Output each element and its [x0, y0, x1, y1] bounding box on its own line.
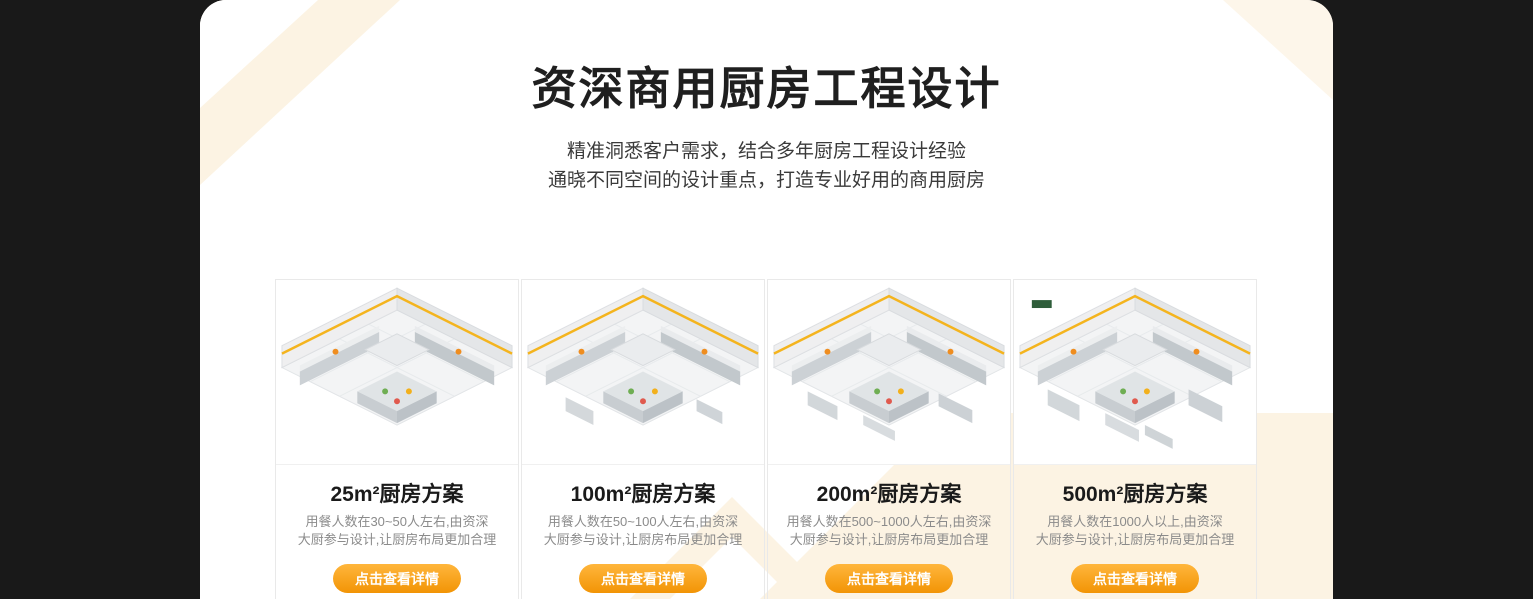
kitchen-render-image-25sqm [276, 280, 518, 465]
plan-card-desc-line2: 大厨参与设计,让厨房布局更加合理 [789, 532, 989, 547]
view-details-button[interactable]: 点击查看详情 [579, 564, 707, 593]
content-panel: 资深商用厨房工程设计 精准洞悉客户需求，结合多年厨房工程设计经验 通晓不同空间的… [200, 0, 1333, 599]
plan-card-title: 500m²厨房方案 [1062, 483, 1208, 506]
section-title: 资深商用厨房工程设计 [531, 63, 1002, 114]
isometric-kitchen-illustration [768, 280, 1010, 441]
plan-card-title: 25m²厨房方案 [330, 483, 464, 506]
plan-card-desc-line2: 大厨参与设计,让厨房布局更加合理 [297, 532, 497, 547]
view-details-button[interactable]: 点击查看详情 [825, 564, 953, 593]
isometric-kitchen-illustration [276, 280, 518, 464]
plan-card-desc-line2: 大厨参与设计,让厨房布局更加合理 [1035, 532, 1235, 547]
plan-card-25sqm[interactable]: 25m²厨房方案 用餐人数在30~50人左右,由资深 大厨参与设计,让厨房布局更… [275, 279, 519, 599]
kitchen-render-image-200sqm [768, 280, 1010, 465]
plan-card-title: 100m²厨房方案 [570, 483, 716, 506]
isometric-kitchen-illustration [522, 280, 764, 464]
plan-card-200sqm[interactable]: 200m²厨房方案 用餐人数在500~1000人左右,由资深 大厨参与设计,让厨… [767, 279, 1011, 599]
isometric-kitchen-illustration [1014, 280, 1256, 449]
plan-card-desc-line1: 用餐人数在500~1000人左右,由资深 [786, 514, 992, 529]
section-subtitle-line2: 通晓不同空间的设计重点，打造专业好用的商用厨房 [547, 170, 985, 191]
view-details-button[interactable]: 点击查看详情 [1071, 564, 1199, 593]
plan-card-desc-line1: 用餐人数在30~50人左右,由资深 [305, 514, 489, 529]
plan-card-desc-line1: 用餐人数在50~100人左右,由资深 [547, 514, 739, 529]
plan-card-title: 200m²厨房方案 [816, 483, 962, 506]
plan-card-100sqm[interactable]: 100m²厨房方案 用餐人数在50~100人左右,由资深 大厨参与设计,让厨房布… [521, 279, 765, 599]
plan-card-desc-line2: 大厨参与设计,让厨房布局更加合理 [543, 532, 743, 547]
view-details-button[interactable]: 点击查看详情 [333, 564, 461, 593]
kitchen-plan-cards: 25m²厨房方案 用餐人数在30~50人左右,由资深 大厨参与设计,让厨房布局更… [275, 279, 1257, 599]
section-subtitle-line1: 精准洞悉客户需求，结合多年厨房工程设计经验 [566, 141, 966, 162]
kitchen-render-image-500sqm [1014, 280, 1256, 465]
kitchen-render-image-100sqm [522, 280, 764, 465]
plan-card-500sqm[interactable]: 500m²厨房方案 用餐人数在1000人以上,由资深 大厨参与设计,让厨房布局更… [1013, 279, 1257, 599]
plan-card-desc-line1: 用餐人数在1000人以上,由资深 [1047, 514, 1223, 529]
